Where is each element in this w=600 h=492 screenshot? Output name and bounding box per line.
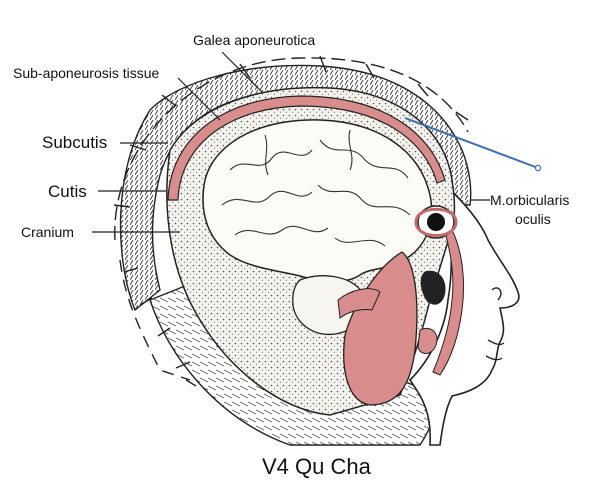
label-cranium: Cranium [21,224,74,240]
label-m-orbicularis: M.orbicularis [490,192,570,208]
label-oculis: oculis [515,211,551,227]
galea-band [167,95,446,201]
cerebellum [292,275,367,335]
meridian-arc [114,57,469,241]
label-galea-aponeurotica: Galea aponeurotica [193,32,316,48]
diagram-title: V4 Qu Cha [262,454,371,479]
masseter-muscle [343,251,418,406]
temporal-muscle [337,288,381,319]
lips [485,339,505,361]
label-subcutis: Subcutis [42,133,108,152]
facial-muscle-strip [432,229,464,376]
orbicularis-ring [414,207,458,237]
maxillary-sinus [420,270,446,305]
acupuncture-needle [404,117,539,169]
nostril [491,287,502,301]
brain-gyri [221,129,411,247]
needle-tip [534,164,542,172]
cheek-muscle [417,327,438,354]
label-cutis: Cutis [48,182,87,201]
face-outline [408,177,520,446]
eyeball [427,213,445,231]
leader-lines [92,51,490,233]
meridian-lower [119,259,191,381]
label-sub-aponeurosis-tissue: Sub-aponeurosis tissue [13,65,160,81]
meridian-ticks [113,55,469,387]
